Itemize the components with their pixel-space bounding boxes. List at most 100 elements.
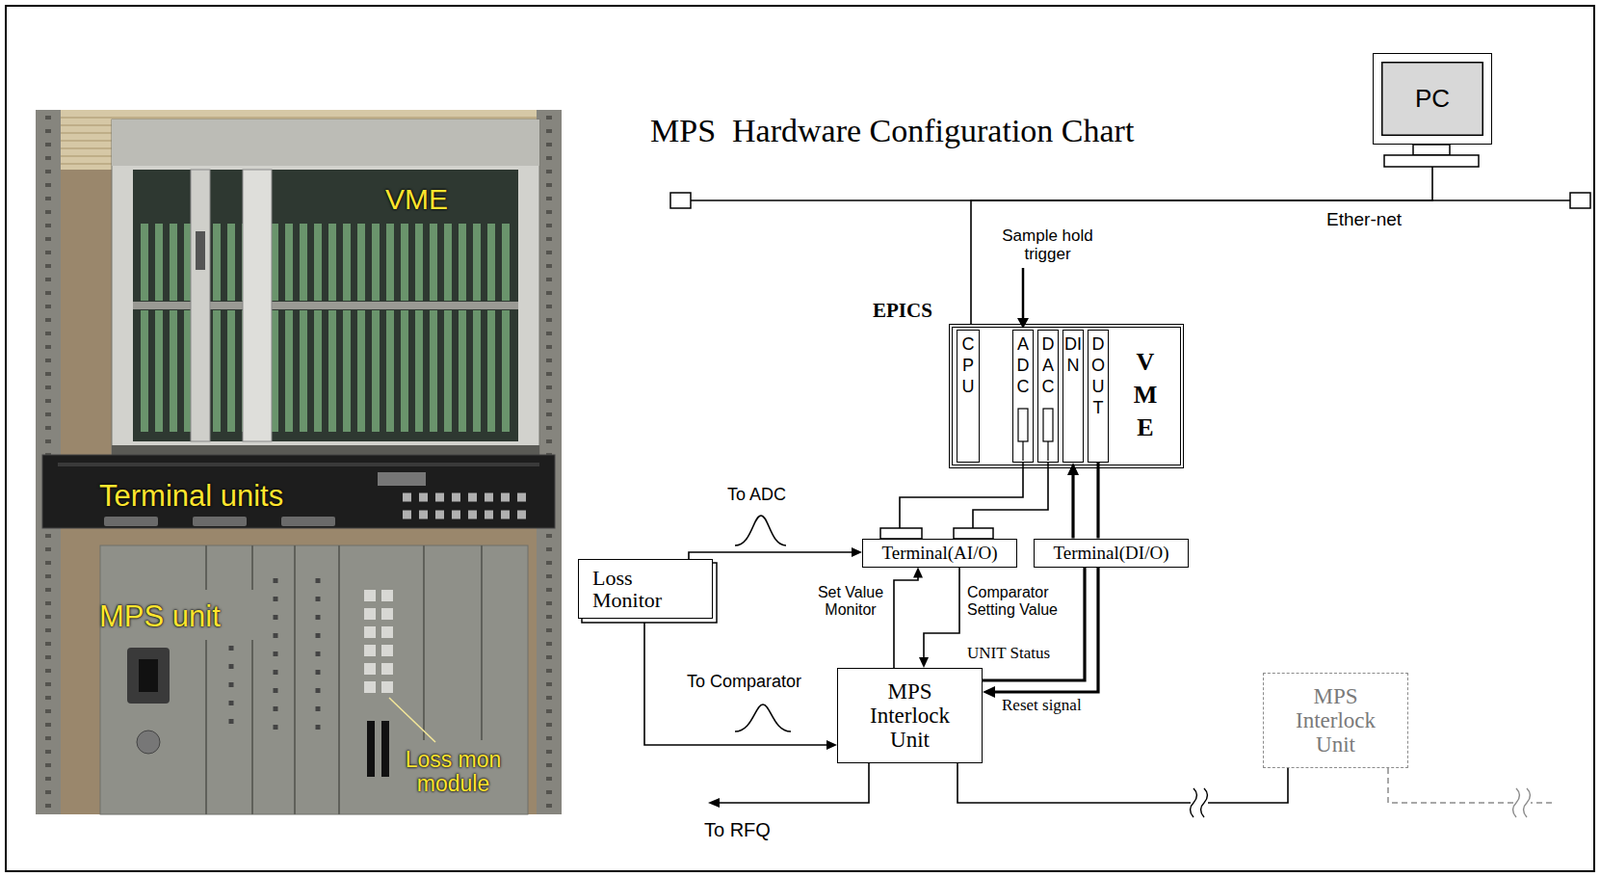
connector xyxy=(972,462,1049,539)
dashed-continuation xyxy=(1513,787,1531,817)
node-text: MPS Interlock Unit xyxy=(1287,683,1385,758)
loss-monitor-box: Loss Monitor xyxy=(577,558,713,619)
node-text: MPS Interlock Unit xyxy=(862,679,959,753)
photo-label: MPS unit xyxy=(99,599,221,634)
connector-line xyxy=(1071,471,1075,538)
rack-photo xyxy=(35,109,562,814)
line-break-symbol xyxy=(1190,787,1208,817)
rack-photo xyxy=(111,119,540,166)
node-text: DAC xyxy=(1039,333,1057,397)
terminal-tab xyxy=(880,527,994,539)
node-text: DIN xyxy=(1064,333,1082,376)
network-label: Ether-net xyxy=(1326,209,1402,231)
connector xyxy=(918,567,960,669)
din-slot: DIN xyxy=(1062,329,1084,463)
figure-border xyxy=(5,5,1595,871)
connector-line xyxy=(923,567,960,661)
connector-line xyxy=(1096,462,1100,539)
rack-photo xyxy=(195,231,206,270)
cpu-slot: CPU xyxy=(956,329,980,463)
photo-label: Terminal units xyxy=(99,478,284,514)
rack-photo xyxy=(127,647,170,704)
connector-label: Comparator Setting Value xyxy=(967,583,1077,618)
rack-photo xyxy=(138,658,158,692)
rack-photo xyxy=(377,472,426,486)
connector-line xyxy=(893,574,919,668)
pc-stand xyxy=(1384,144,1479,167)
terminal-tab xyxy=(953,527,994,539)
photo-label: VME xyxy=(385,183,448,217)
rack-photo xyxy=(402,493,528,502)
terminal-tab xyxy=(880,527,922,539)
board-connector xyxy=(1018,408,1053,461)
rack-photo xyxy=(57,462,540,467)
interlock-unit-dashed-box: MPS Interlock Unit xyxy=(1262,672,1409,768)
pulse-symbol xyxy=(734,515,791,732)
connector xyxy=(893,567,923,669)
arrowhead xyxy=(918,656,929,668)
rack-photo xyxy=(273,577,279,733)
rack-photo xyxy=(242,169,272,442)
connector-line xyxy=(957,762,1288,803)
adc-slot: ADC xyxy=(1012,329,1034,463)
arrowhead xyxy=(851,547,863,557)
chart-title: MPS Hardware Configuration Chart xyxy=(650,111,1134,150)
connector xyxy=(957,762,1288,803)
board-connector xyxy=(1047,441,1049,461)
line-break-symbol xyxy=(1190,787,1208,817)
connector xyxy=(899,462,1023,539)
connector-line xyxy=(688,551,855,559)
rfq-arrow xyxy=(708,762,869,808)
leader-line xyxy=(389,697,436,742)
connector-line xyxy=(972,462,1049,539)
system-label: EPICS xyxy=(872,298,933,322)
dashed-continuation xyxy=(1388,767,1556,817)
rack-photo xyxy=(104,516,158,526)
node-text: PC xyxy=(1415,84,1450,114)
rack-photo xyxy=(132,169,519,442)
ethernet-bus xyxy=(670,192,691,209)
board-connector xyxy=(1018,408,1028,442)
board-connector xyxy=(1022,441,1023,461)
connector-label: To ADC xyxy=(727,484,787,505)
signal-label: To RFQ xyxy=(704,818,771,841)
rack-photo xyxy=(136,730,160,754)
terminal-aio-box: Terminal(AI/O) xyxy=(862,538,1018,568)
dac-slot: DAC xyxy=(1037,329,1059,463)
rack-photo xyxy=(190,169,210,442)
connector-line xyxy=(644,618,830,745)
pc-stand xyxy=(1413,144,1450,156)
board-connector xyxy=(1043,408,1053,442)
connector xyxy=(1098,462,1100,539)
rack-photo xyxy=(111,119,540,455)
rack-photo xyxy=(364,589,376,696)
ethernet-bus xyxy=(1570,192,1591,209)
ethernet-bus xyxy=(690,199,1571,202)
node-text: DOUT xyxy=(1089,333,1107,419)
connector-label: UNIT Status xyxy=(967,643,1050,663)
connector-label: Set Value Monitor xyxy=(813,583,889,618)
rack-photo xyxy=(315,577,321,733)
connector xyxy=(1067,462,1079,539)
vme-crate: VME CPU ADC DAC DIN DOUT xyxy=(948,323,1184,469)
node-text: ADC xyxy=(1014,333,1032,397)
rack-photo xyxy=(111,445,540,455)
rack-photo xyxy=(229,645,235,733)
rack-photo xyxy=(42,454,555,528)
rack-photo xyxy=(381,720,390,777)
connector-label: To Comparator xyxy=(686,671,802,692)
trigger-arrow xyxy=(1022,267,1025,321)
arrowhead xyxy=(982,685,996,698)
rfq-arrow xyxy=(708,797,720,808)
arrowhead xyxy=(1067,462,1079,475)
rfq-arrow xyxy=(717,762,869,803)
rack-photo xyxy=(367,720,375,777)
connector xyxy=(970,144,1433,324)
interlock-unit-box: MPS Interlock Unit xyxy=(837,667,983,763)
node-text: Terminal(DI/O) xyxy=(1052,542,1169,564)
connector-line xyxy=(970,144,1433,324)
rack-photo xyxy=(192,516,247,526)
node-text: VME xyxy=(1132,345,1158,445)
line-break-symbol xyxy=(1190,787,1209,817)
